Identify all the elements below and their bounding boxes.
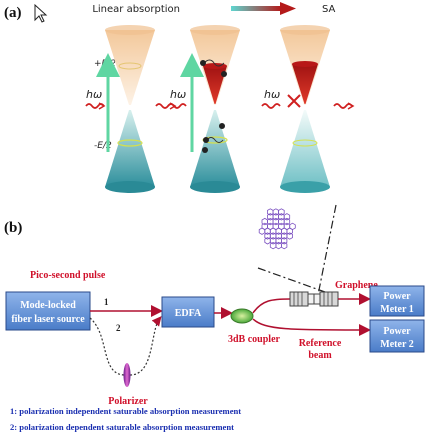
energy-plus-label: +E/2	[94, 59, 116, 69]
edfa-label: EDFA	[175, 308, 202, 319]
graphene-hexagon	[264, 227, 271, 235]
graphene-hexagon	[272, 213, 280, 221]
graphene-hexagon	[286, 232, 293, 240]
graphene-hexagon	[264, 232, 271, 240]
graphene-label: Graphene	[335, 280, 378, 291]
photon-wave-icon	[261, 103, 281, 109]
meter2-line1: Power	[383, 326, 411, 337]
axis-line-icon	[257, 267, 326, 293]
graphene-hexagon	[269, 227, 277, 235]
panel-a-label: (a)	[4, 5, 22, 21]
fiber-path-2	[89, 317, 126, 376]
panel-b-label: (b)	[4, 220, 22, 236]
graphene-lattice-icon	[258, 208, 296, 250]
polarizer-label: Polarizer	[108, 396, 148, 407]
graphene-hexagon	[272, 208, 280, 216]
note-2: 2: polarization dependent saturable abso…	[10, 422, 234, 432]
legend-arrow	[231, 2, 296, 15]
meter2-line2: Meter 2	[380, 339, 413, 350]
source-label-line2: fiber laser source	[11, 314, 85, 325]
graphene-hexagon	[275, 227, 282, 235]
graphene-hexagon	[261, 217, 268, 226]
graphene-hexagon	[275, 241, 282, 250]
fiber-reference	[252, 318, 371, 336]
electron-relaxation	[200, 59, 227, 153]
graphene-hexagon	[283, 213, 291, 221]
graphene-hexagon	[278, 217, 285, 226]
fiber-signal	[252, 298, 291, 314]
graphene-hexagon	[280, 237, 288, 245]
dirac-cone-linear	[105, 25, 155, 193]
meter1-line1: Power	[383, 291, 411, 302]
dirac-cone-intermediate	[190, 25, 240, 193]
energy-minus-label: -E/2	[94, 141, 112, 151]
transmitted-wave-icon	[347, 102, 355, 110]
path-2-label: 2	[116, 323, 121, 333]
photon-wave-icon	[167, 103, 187, 109]
pulse-label: Pico-second pulse	[30, 270, 106, 281]
note-1: 1: polarization independent saturable ab…	[10, 406, 241, 416]
graphene-hexagon	[275, 232, 282, 240]
graphene-hexagon	[267, 217, 274, 226]
reference-label-line1: Reference	[299, 338, 342, 349]
graphene-hexagon	[283, 217, 291, 226]
graphene-hexagon	[269, 232, 277, 240]
graphene-hexagon	[278, 213, 285, 221]
cursor-icon	[34, 3, 48, 23]
edfa-box: EDFA	[161, 296, 215, 328]
graphene-hexagon	[267, 208, 274, 216]
dirac-cone-saturated	[280, 25, 330, 193]
graphene-hexagon	[264, 237, 271, 245]
polarizer-icon	[123, 363, 131, 387]
photon-label-3: hω	[264, 88, 280, 101]
graphene-hexagon	[258, 227, 266, 235]
graphene-hexagon	[280, 232, 288, 240]
graphene-hexagon	[278, 208, 285, 216]
graphene-hexagon	[269, 241, 277, 250]
reference-label-line2: beam	[308, 350, 332, 361]
graphene-hexagon	[280, 241, 288, 250]
blocked-cross-icon	[287, 94, 301, 108]
source-label-line1: Mode-locked	[20, 300, 76, 311]
legend-sa: SA	[322, 4, 336, 15]
path-1-label: 1	[104, 297, 109, 307]
legend-linear-absorption: Linear absorption	[92, 4, 180, 15]
power-meter-1: Power Meter 1	[369, 285, 425, 317]
fiber-path-2-return	[129, 316, 162, 376]
graphene-hexagon	[272, 217, 280, 226]
photon-wave-icon	[98, 102, 106, 110]
coupler-icon	[230, 308, 254, 324]
laser-source-box: Mode-locked fiber laser source	[5, 291, 91, 331]
graphene-hexagon	[267, 213, 274, 221]
axis-line-icon	[316, 204, 337, 301]
power-meter-2: Power Meter 2	[369, 319, 425, 353]
coupler-label: 3dB coupler	[228, 334, 281, 345]
photon-label-2: hω	[170, 88, 186, 101]
graphene-hexagon	[269, 237, 277, 245]
graphene-sample-holder	[289, 291, 339, 307]
graphene-hexagon	[280, 227, 288, 235]
meter1-line2: Meter 1	[380, 304, 413, 315]
graphene-hexagon	[286, 227, 293, 235]
photon-label: hω	[86, 88, 102, 101]
graphene-hexagon	[275, 237, 282, 245]
